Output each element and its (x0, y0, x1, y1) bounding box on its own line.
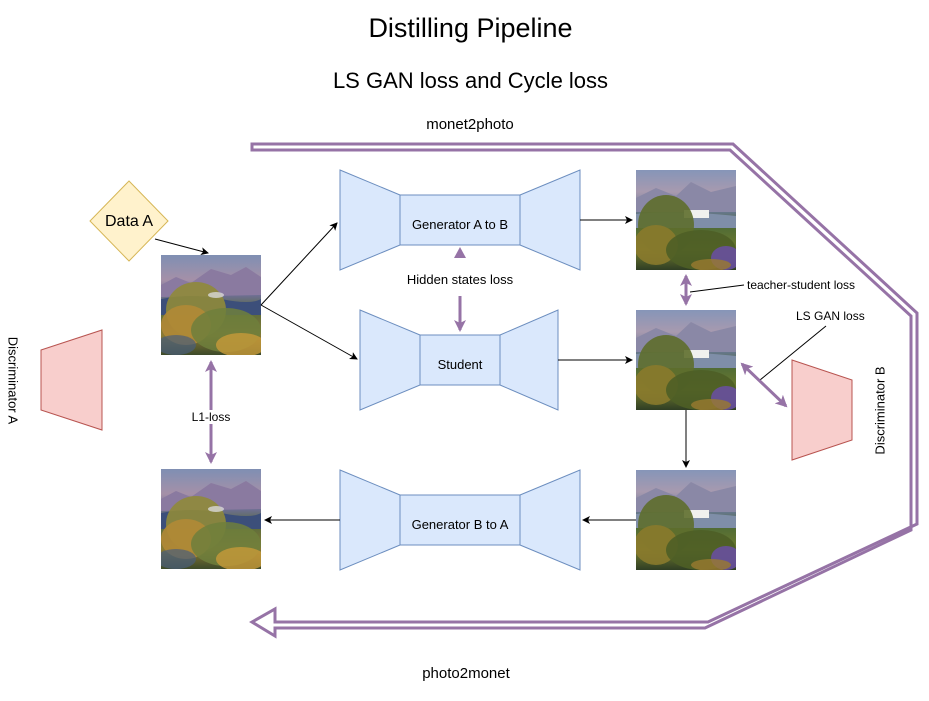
generator-a-to-b (339, 169, 581, 271)
hidden-states-loss-label: Hidden states loss (406, 272, 514, 287)
cycle-arrow (249, 142, 919, 639)
teacher-output-image (636, 170, 736, 270)
reconstructed-image (161, 469, 261, 569)
fake-photo-image (636, 470, 736, 570)
diagram-subtitle: LS GAN loss and Cycle loss (332, 68, 609, 93)
top-flow-label: monet2photo (426, 116, 514, 133)
bottom-flow-label: photo2monet (422, 665, 510, 682)
hidden-loss-arrowhead (454, 247, 466, 258)
generator-b-to-a-label: Generator B to A (411, 517, 509, 532)
discriminator-b-shape (791, 359, 853, 461)
student-label: Student (437, 357, 483, 372)
generator-a-to-b-label: Generator A to B (411, 217, 509, 232)
discriminator-b-label: Discriminator B (872, 366, 888, 455)
generator-b-to-a (339, 469, 581, 571)
student-output-image (636, 310, 736, 410)
l1-loss-label: L1-loss (171, 410, 251, 424)
data-a-label: Data A (104, 213, 154, 230)
teacher-student-loss-label: teacher-student loss (747, 278, 856, 292)
data-a-node (89, 180, 169, 262)
discriminator-a-label: Discriminator A (5, 336, 21, 425)
flow-edges (154, 216, 827, 524)
student-generator (359, 309, 559, 411)
diagram-title: Distilling Pipeline (368, 13, 573, 43)
ls-gan-loss-label: LS GAN loss (796, 309, 865, 323)
input-image (161, 255, 261, 355)
discriminator-a-shape (40, 329, 103, 431)
